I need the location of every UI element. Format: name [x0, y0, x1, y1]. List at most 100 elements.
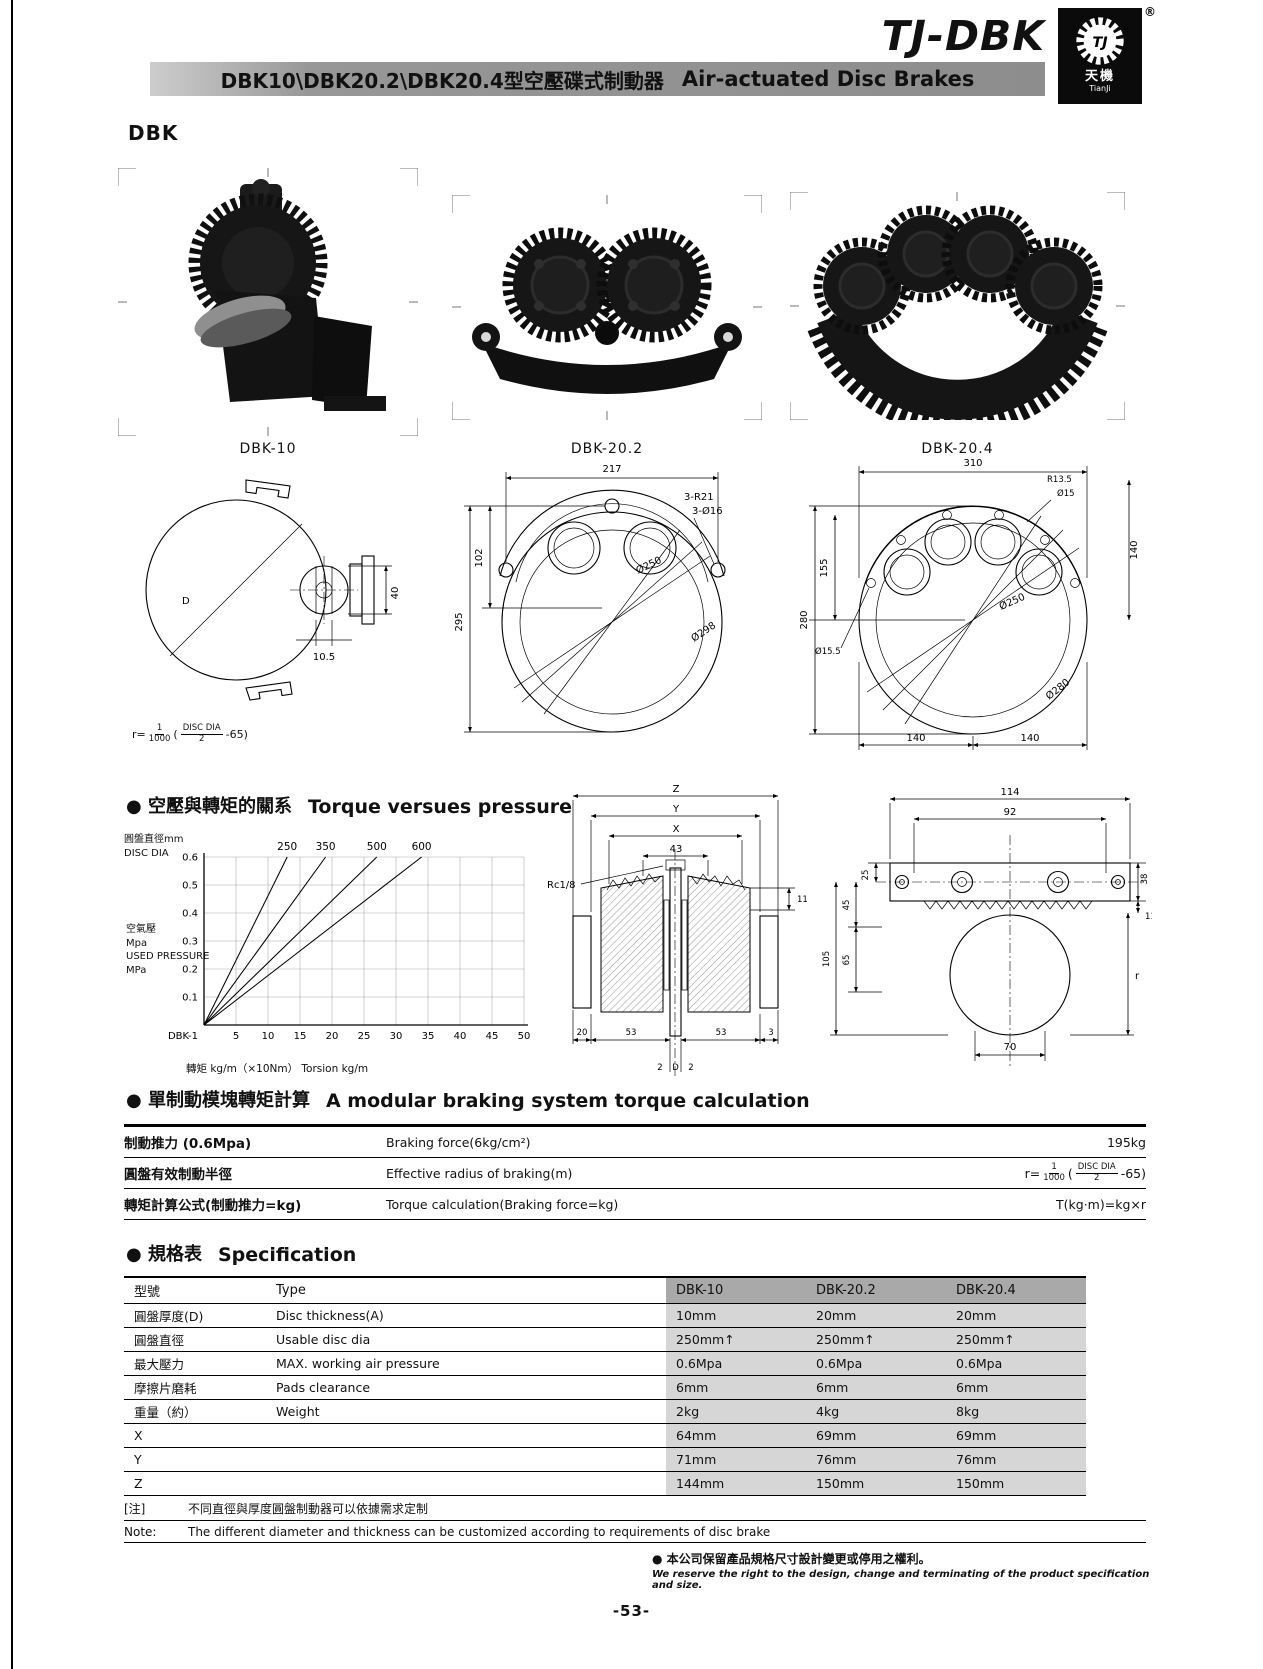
dbk10-dimensions: 40 10.5: [296, 565, 401, 663]
svg-text:50: 50: [518, 1031, 531, 1042]
spec-cell-dbk10: 64mm: [666, 1423, 806, 1448]
product-label-dbk202: DBK-20.2: [570, 441, 644, 457]
bracket-body: [876, 835, 1144, 1067]
product-label-dbk10: DBK-10: [239, 441, 297, 457]
dim-label: 140: [1020, 733, 1039, 744]
spec-table-body: 圓盤厚度(D) Disc thickness(A) 10mm 20mm 20mm…: [124, 1303, 1086, 1496]
spec-cell-dbk204: 8kg: [946, 1399, 1086, 1424]
spec-cell-dbk204: 76mm: [946, 1447, 1086, 1472]
series-heading: DBK: [128, 121, 179, 145]
scan-edge: [11, 0, 13, 1669]
svg-text:0.5: 0.5: [182, 881, 198, 892]
spec-cell-dbk10: 2kg: [666, 1399, 806, 1424]
spec-cell-en: Weight: [266, 1399, 666, 1424]
drawing-dbk202-front-view: 217 295 102 3-R21 3-Ø16 Ø250 Ø298: [454, 464, 726, 733]
spec-cell-dbk202: 250mm↑: [806, 1327, 946, 1352]
spec-header-dbk204: DBK-20.4: [946, 1276, 1086, 1304]
dim-label: 140: [906, 733, 925, 744]
section-title-en: A modular braking system torque calculat…: [325, 1090, 810, 1112]
drawing-mount-bracket: 114 92 25 45 65 105 38 11: [822, 787, 1152, 1067]
logo-en-name: TianJi: [1089, 84, 1111, 94]
dim-label: Ø250: [997, 591, 1027, 613]
product-silhouette: [472, 227, 742, 394]
dim-label: 20: [577, 1028, 588, 1038]
spec-header-type: Type: [266, 1276, 666, 1304]
gear-icon: TJ: [1076, 17, 1124, 65]
dim-label: 45: [842, 900, 852, 911]
spec-cell-en: MAX. working air pressure: [266, 1351, 666, 1376]
formula-paren: (: [173, 727, 178, 741]
spec-cell-dbk10: 144mm: [666, 1471, 806, 1496]
product-photo-dbk202: [452, 195, 762, 420]
dim-label: 155: [819, 558, 830, 577]
drawing-dbk204-front-view: 310 R13.5 Ø15 155 280 140 Ø15.5 Ø250 Ø28…: [799, 458, 1140, 750]
calc-row-effective-radius: 圓盤有效制動半徑 Effective radius of braking(m) …: [124, 1158, 1146, 1189]
spec-table-row: 圓盤厚度(D) Disc thickness(A) 10mm 20mm 20mm: [124, 1303, 1086, 1328]
calc-label-en: Torque calculation(Braking force=kg): [386, 1196, 619, 1212]
banner-title-cn: DBK10\DBK20.2\DBK20.4型空壓碟式制動器: [220, 68, 664, 93]
dim-label: 11: [1145, 912, 1152, 922]
section-title-cn: ● 空壓與轉矩的關系: [126, 796, 292, 817]
dim-label: r: [1135, 971, 1140, 982]
dim-label: 310: [963, 458, 982, 469]
spec-cell-en: Usable disc dia: [266, 1327, 666, 1352]
dim-label: 10.5: [313, 652, 335, 663]
dim-label: Ø250: [634, 554, 663, 577]
product-label-dbk204: DBK-20.4: [921, 441, 994, 457]
spec-table-row: 最大壓力 MAX. working air pressure 0.6Mpa 0.…: [124, 1351, 1086, 1376]
spec-cell-cn: 圓盤厚度(D): [124, 1303, 266, 1328]
spec-cell-dbk204: 0.6Mpa: [946, 1351, 1086, 1376]
dim-label: Ø15: [1057, 488, 1075, 499]
spec-cell-dbk10: 6mm: [666, 1375, 806, 1400]
svg-text:500: 500: [367, 841, 387, 853]
note-row-cn: [注] 不同直徑與厚度圓盤制動器可以依據需求定制: [124, 1496, 1146, 1521]
section-title-cn: ● 單制動模塊轉矩計算: [126, 1090, 310, 1111]
spec-header-dbk202: DBK-20.2: [806, 1276, 946, 1304]
spec-cell-en: Disc thickness(A): [266, 1303, 666, 1328]
svg-text:15: 15: [294, 1031, 307, 1042]
svg-text:0.1: 0.1: [182, 993, 198, 1004]
spec-cell-en: [266, 1423, 666, 1448]
dim-label: 105: [822, 951, 832, 967]
dim-label: 43: [670, 844, 683, 855]
dim-label: Rc1/8: [547, 880, 576, 891]
spec-cell-dbk202: 69mm: [806, 1423, 946, 1448]
spec-cell-dbk202: 4kg: [806, 1399, 946, 1424]
svg-text:10: 10: [262, 1031, 275, 1042]
section-title-specification: ● 規格表 Specification: [126, 1240, 356, 1266]
dim-label: 65: [842, 955, 852, 966]
dim-label: 2: [688, 1063, 693, 1073]
dim-label: Ø280: [1043, 676, 1072, 702]
section-title-en: Specification: [217, 1244, 357, 1266]
dim-label: 70: [1004, 1042, 1017, 1053]
formula-prefix: r=: [132, 727, 146, 741]
dbk10-caliper: [290, 555, 375, 625]
calc-label-cn: 轉矩計算公式(制動推力=kg): [124, 1198, 302, 1214]
dim-label: 25: [861, 870, 871, 881]
section-labels: Rc1/8 11: [547, 865, 808, 911]
dbk202-dimensions: 217 295 102 3-R21 3-Ø16 Ø250 Ø298: [454, 464, 723, 733]
dim-label: Z: [673, 784, 680, 795]
section-body: [572, 850, 779, 1076]
specification-table: 型號 Type DBK-10 DBK-20.2 DBK-20.4 圓盤厚度(D)…: [124, 1276, 1086, 1496]
chart-y-axis-label: 空氣壓 Mpa USED PRESSURE MPa: [126, 924, 210, 976]
dbk10-pad-holders: [245, 479, 293, 701]
spec-cell-dbk10: 250mm↑: [666, 1327, 806, 1352]
calc-value: T(kg·m)=kg×r: [1056, 1196, 1146, 1212]
dim-label: Y: [672, 804, 680, 815]
spec-header-model-cn: 型號: [124, 1276, 266, 1304]
dbk204-dimensions: 310 R13.5 Ø15 155 280 140 Ø15.5 Ø250 Ø28…: [799, 458, 1140, 750]
dim-label: 217: [602, 464, 621, 475]
section-dimensions-bottom: 20 53 53 3 2 D 2: [572, 1010, 779, 1073]
dim-label: 38: [1140, 874, 1150, 885]
calc-label-cn: 圓盤有效制動半徑: [124, 1167, 232, 1183]
svg-text:35: 35: [422, 1031, 435, 1042]
svg-text:30: 30: [390, 1031, 403, 1042]
dim-label: 3-R21: [684, 492, 714, 503]
drawing-caliper-cross-section: Z Y X 43 Rc1/8: [547, 784, 808, 1076]
brand-title: TJ-DBK: [881, 12, 1045, 60]
